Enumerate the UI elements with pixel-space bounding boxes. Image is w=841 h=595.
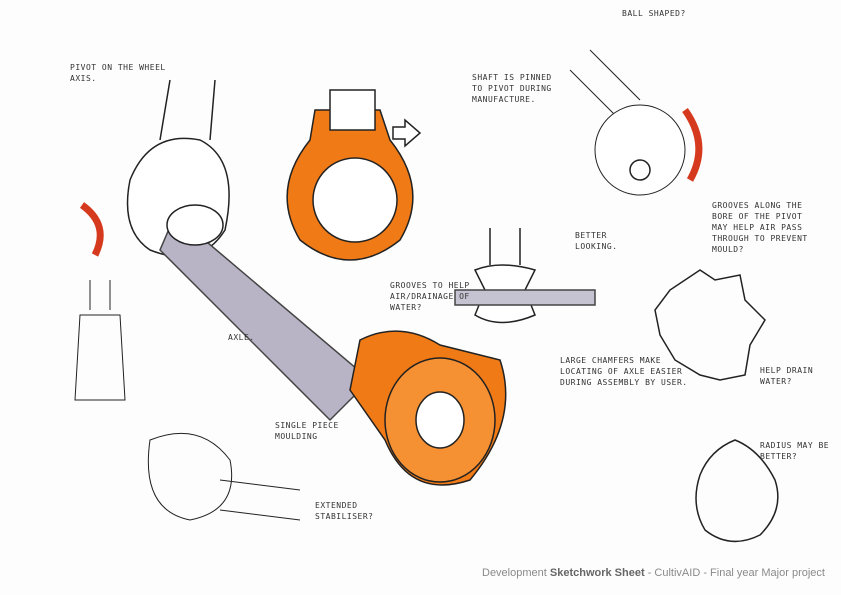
annotation-grooves-bore: Grooves along the bore of the pivot may …	[712, 201, 808, 254]
annotation-stabiliser: Extended stabiliser?	[315, 501, 374, 521]
annotation-ball: Ball shaped?	[622, 9, 686, 18]
pivot-sketch-left	[126, 79, 372, 422]
footer-suffix: - CultivAID - Final year Major project	[644, 567, 825, 579]
footer-title: Sketchwork Sheet	[549, 567, 645, 579]
orange-pivot-perspective	[349, 330, 507, 486]
orange-pivot-front	[286, 89, 414, 261]
annotation-pivot: Pivot on the wheel axis.	[70, 63, 166, 83]
extended-stabiliser-sketch	[147, 432, 301, 521]
outward-arrow	[392, 118, 422, 148]
chamfer-section	[454, 228, 596, 324]
vertical-pivot-sketch	[74, 280, 126, 401]
ball-pivot-sketch	[569, 49, 686, 196]
grooved-bore-profile	[654, 269, 766, 381]
annotation-better: Better looking.	[575, 231, 618, 251]
annotation-single: Single piece moulding	[275, 421, 339, 441]
annotation-shaft: Shaft is pinned to pivot during manufact…	[472, 73, 552, 104]
annotation-chamfers: Large chamfers make locating of axle eas…	[560, 356, 688, 387]
annotation-axle: Axle.	[228, 333, 255, 342]
rounded-bore-profile	[695, 439, 779, 543]
rotate-arrow-left	[79, 202, 104, 257]
annotation-grooves-air: Grooves to help air/drainage of water?	[390, 281, 470, 312]
annotation-drain: Help drain water?	[760, 366, 814, 386]
footer-prefix: Development	[482, 567, 550, 579]
rotate-arrow-right	[682, 107, 703, 182]
footer-caption: Development Sketchwork Sheet - CultivAID…	[482, 567, 825, 579]
annotation-radius: Radius may be better?	[760, 441, 830, 461]
